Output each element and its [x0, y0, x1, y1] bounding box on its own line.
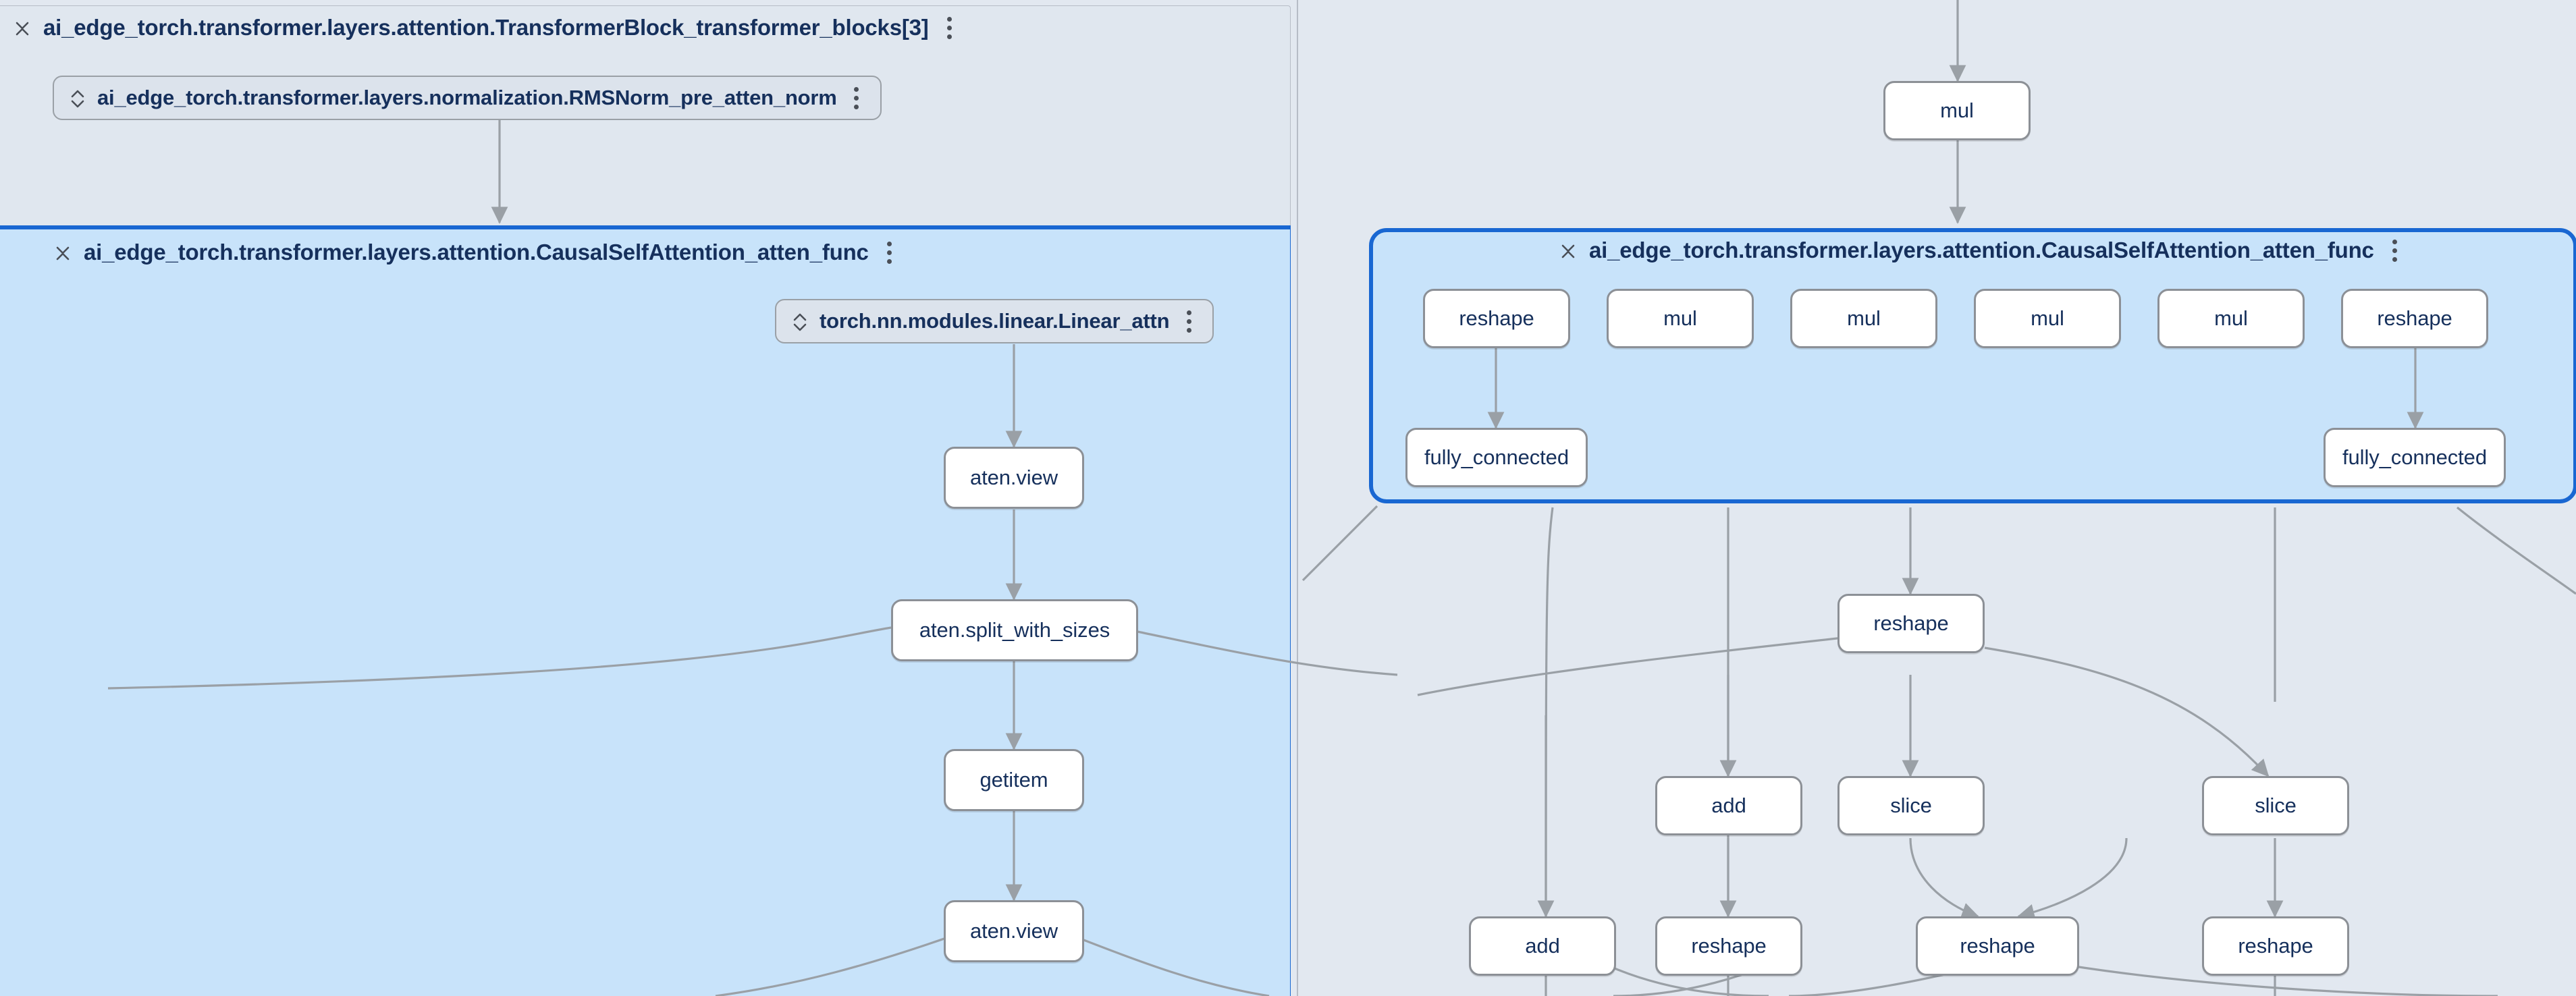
node-mul-top[interactable]: mul [1883, 81, 2031, 140]
node-slice-mid-1[interactable]: slice [1837, 776, 1985, 835]
node-label: aten.view [969, 919, 1058, 943]
panel-divider [1297, 0, 1298, 996]
collapsed-layer-rmsnorm-pre-atten-norm[interactable]: ai_edge_torch.transformer.layers.normali… [53, 76, 882, 120]
group-header-causal-self-attention-left[interactable]: ai_edge_torch.transformer.layers.attenti… [54, 240, 898, 265]
group-title-causal-self-attention-left: ai_edge_torch.transformer.layers.attenti… [84, 240, 869, 265]
node-label: slice [2255, 794, 2297, 817]
kebab-menu-icon[interactable] [2386, 239, 2404, 262]
node-slice-mid-2[interactable]: slice [2202, 776, 2349, 835]
node-label: fully_connected [2342, 445, 2487, 469]
node-mul-r4[interactable]: mul [2157, 289, 2305, 348]
group-header-causal-self-attention-right[interactable]: ai_edge_torch.transformer.layers.attenti… [1559, 238, 2404, 263]
collapsed-layer-label: ai_edge_torch.transformer.layers.normali… [97, 86, 837, 109]
node-reshape-mid-top[interactable]: reshape [1837, 594, 1985, 653]
node-label: mul [1847, 306, 1881, 330]
group-title-causal-self-attention-right: ai_edge_torch.transformer.layers.attenti… [1589, 238, 2374, 262]
node-label: aten.split_with_sizes [919, 618, 1110, 642]
group-header-transformer-block[interactable]: ai_edge_torch.transformer.layers.attenti… [14, 15, 959, 40]
node-fully-connected-right[interactable]: fully_connected [2324, 428, 2506, 487]
node-mul-r2[interactable]: mul [1790, 289, 1937, 348]
node-label: mul [1663, 306, 1697, 330]
node-label: mul [2214, 306, 2248, 330]
collapse-chevrons-icon[interactable] [14, 16, 31, 39]
node-label: fully_connected [1424, 445, 1569, 469]
node-label: reshape [1691, 934, 1767, 958]
node-mul-r1[interactable]: mul [1607, 289, 1754, 348]
node-reshape-bottom-1[interactable]: reshape [1655, 916, 1802, 976]
kebab-menu-icon[interactable] [848, 86, 865, 109]
expand-chevrons-icon[interactable] [69, 86, 86, 109]
node-label: reshape [1960, 934, 2035, 958]
node-aten-view-2[interactable]: aten.view [944, 900, 1084, 962]
node-label: reshape [2238, 934, 2313, 958]
expand-chevrons-icon[interactable] [791, 310, 809, 333]
node-getitem[interactable]: getitem [944, 749, 1084, 811]
node-label: reshape [1459, 306, 1534, 330]
node-aten-view[interactable]: aten.view [944, 447, 1084, 509]
collapse-chevrons-icon[interactable] [1559, 239, 1577, 262]
node-fully-connected-left[interactable]: fully_connected [1405, 428, 1588, 487]
node-add-bottom[interactable]: add [1469, 916, 1616, 976]
node-aten-split-with-sizes[interactable]: aten.split_with_sizes [891, 599, 1138, 661]
node-label: mul [1940, 99, 1974, 122]
node-reshape-r1[interactable]: reshape [1423, 289, 1570, 348]
collapsed-layer-linear-attn[interactable]: torch.nn.modules.linear.Linear_attn [775, 299, 1214, 343]
node-label: aten.view [969, 466, 1058, 489]
node-label: reshape [2377, 306, 2452, 330]
node-add-mid[interactable]: add [1655, 776, 1802, 835]
node-label: reshape [1873, 611, 1949, 635]
node-reshape-r2[interactable]: reshape [2341, 289, 2488, 348]
node-label: slice [1890, 794, 1932, 817]
kebab-menu-icon[interactable] [941, 16, 959, 39]
node-reshape-bottom-3[interactable]: reshape [2202, 916, 2349, 976]
node-reshape-bottom-2[interactable]: reshape [1916, 916, 2079, 976]
collapsed-layer-label: torch.nn.modules.linear.Linear_attn [820, 309, 1170, 333]
node-label: getitem [980, 768, 1048, 792]
kebab-menu-icon[interactable] [881, 241, 898, 264]
node-label: add [1525, 934, 1560, 958]
group-title-transformer-block: ai_edge_torch.transformer.layers.attenti… [43, 15, 929, 40]
collapse-chevrons-icon[interactable] [54, 241, 72, 264]
node-label: add [1711, 794, 1746, 817]
node-mul-r3[interactable]: mul [1974, 289, 2121, 348]
kebab-menu-icon[interactable] [1180, 310, 1198, 333]
node-label: mul [2031, 306, 2064, 330]
